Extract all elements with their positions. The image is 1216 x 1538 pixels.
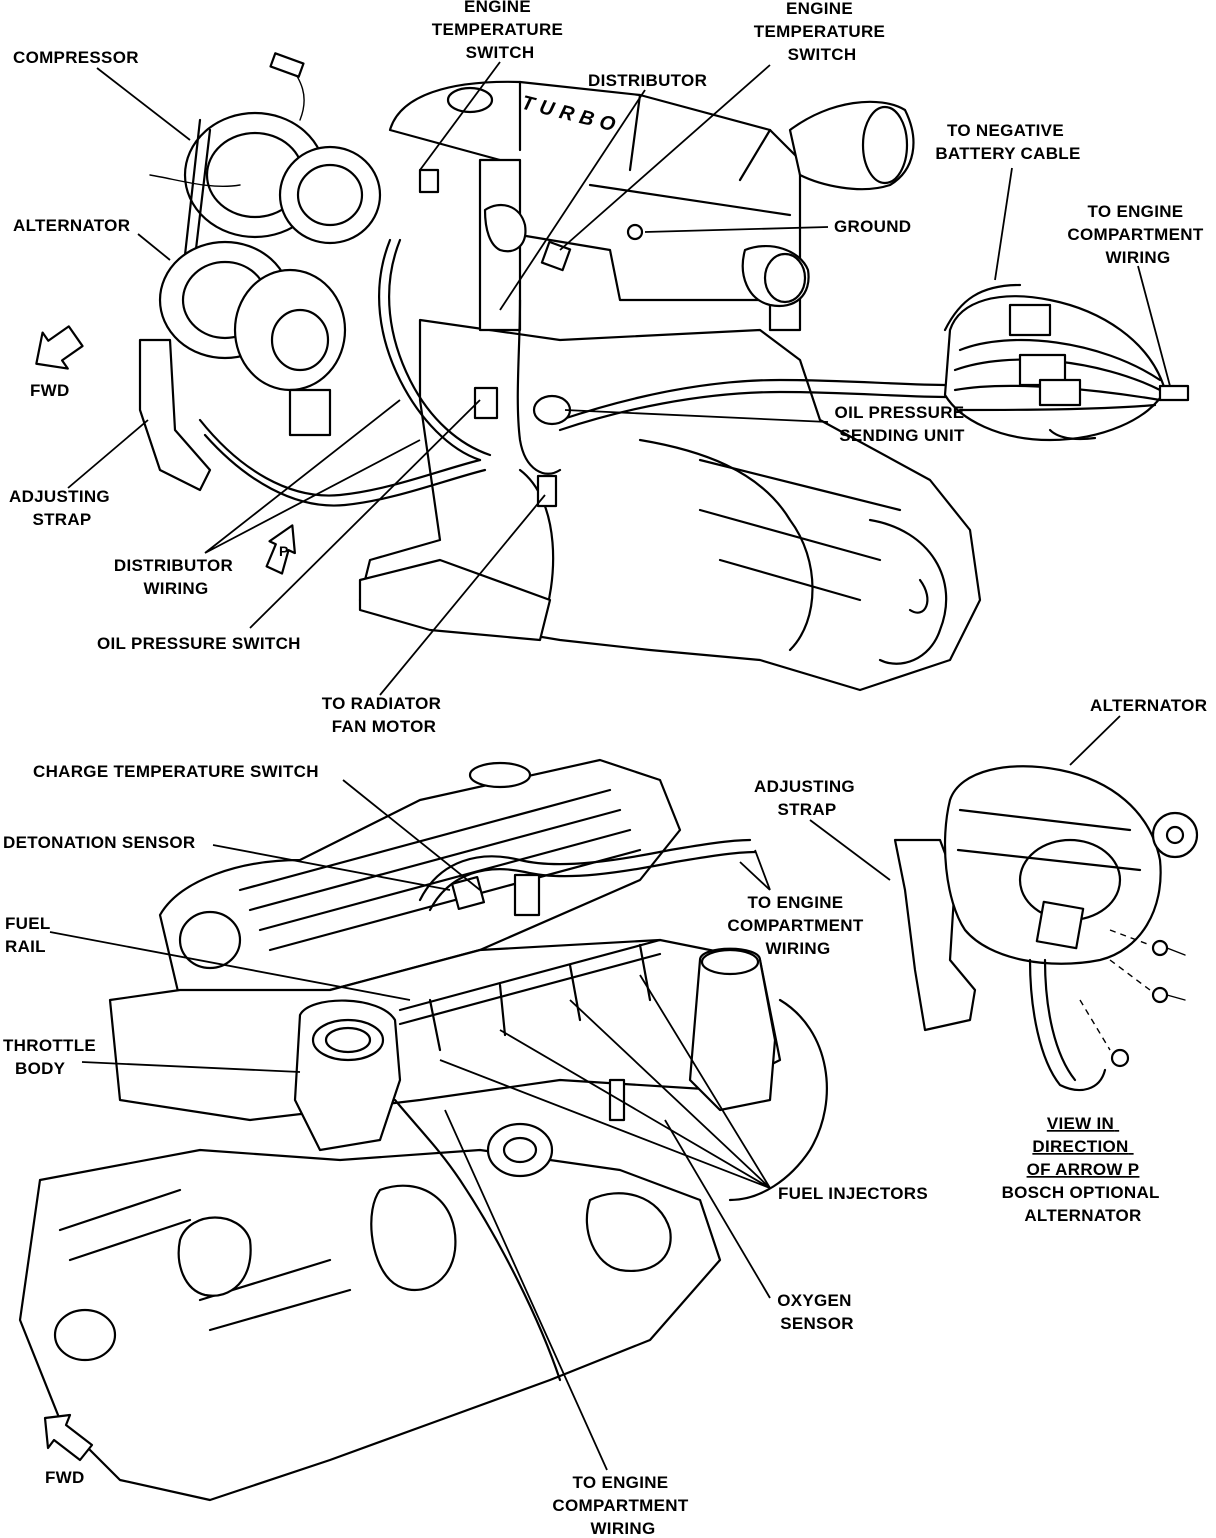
label-throttle-body: THROTTLE BODY <box>3 1036 101 1078</box>
label-to-engine-compartment-wiring-mid: TO ENGINE COMPARTMENT WIRING <box>727 893 868 958</box>
label-ground: GROUND <box>834 217 911 236</box>
label-bosch-optional-alternator: BOSCH OPTIONAL ALTERNATOR <box>1002 1183 1165 1225</box>
connector-harness-part <box>943 283 1190 442</box>
label-to-negative-battery-cable: TO NEGATIVE BATTERY CABLE <box>935 121 1080 163</box>
label-adjusting-strap-top: ADJUSTING STRAP <box>9 487 115 529</box>
label-engine-temperature-switch-1: ENGINE TEMPERATURE SWITCH <box>432 0 568 62</box>
label-to-engine-compartment-wiring-top: TO ENGINE COMPARTMENT WIRING <box>1067 202 1208 267</box>
label-fuel-injectors: FUEL INJECTORS <box>778 1184 928 1203</box>
label-fwd-top: FWD <box>30 381 70 400</box>
fwd-arrow-top <box>35 325 84 370</box>
label-adjusting-strap-inset: ADJUSTING STRAP <box>754 777 860 819</box>
label-fwd-bottom: FWD <box>45 1468 85 1487</box>
arrow-p-label: P <box>279 543 289 559</box>
label-oil-pressure-switch: OIL PRESSURE SWITCH <box>97 634 301 653</box>
top-engine-illustration: T U R B O <box>138 52 1190 692</box>
label-distributor: DISTRIBUTOR <box>588 71 707 90</box>
label-engine-temperature-switch-2: ENGINE TEMPERATURE SWITCH <box>754 0 890 64</box>
label-charge-temperature-switch: CHARGE TEMPERATURE SWITCH <box>33 762 319 781</box>
label-compressor: COMPRESSOR <box>13 48 139 67</box>
fwd-arrow-bottom <box>43 1413 94 1462</box>
label-to-radiator-fan-motor: TO RADIATOR FAN MOTOR <box>322 694 447 736</box>
label-to-engine-compartment-wiring-bottom: TO ENGINE COMPARTMENT WIRING <box>552 1473 693 1538</box>
label-detonation-sensor: DETONATION SENSOR <box>3 833 195 852</box>
label-oil-pressure-sending-unit: OIL PRESSURE SENDING UNIT <box>835 403 970 445</box>
label-oxygen-sensor: OXYGEN SENSOR <box>777 1291 857 1333</box>
arrow-p-icon: P <box>265 524 296 575</box>
label-distributor-wiring: DISTRIBUTOR WIRING <box>114 556 238 598</box>
label-fuel-rail: FUEL RAIL <box>5 914 55 956</box>
label-view-in-direction: VIEW IN DIRECTION OF ARROW P <box>1027 1114 1140 1179</box>
text-labels: COMPRESSOR ENGINE TEMPERATURE SWITCH ENG… <box>3 0 1208 1538</box>
inset-alternator-illustration <box>893 765 1199 1092</box>
leader-lines <box>49 61 1171 1471</box>
alternator-top-part <box>158 240 347 437</box>
bottom-engine-illustration <box>18 758 828 1502</box>
label-alternator-top: ALTERNATOR <box>13 216 130 235</box>
label-alternator-inset: ALTERNATOR <box>1090 696 1207 715</box>
